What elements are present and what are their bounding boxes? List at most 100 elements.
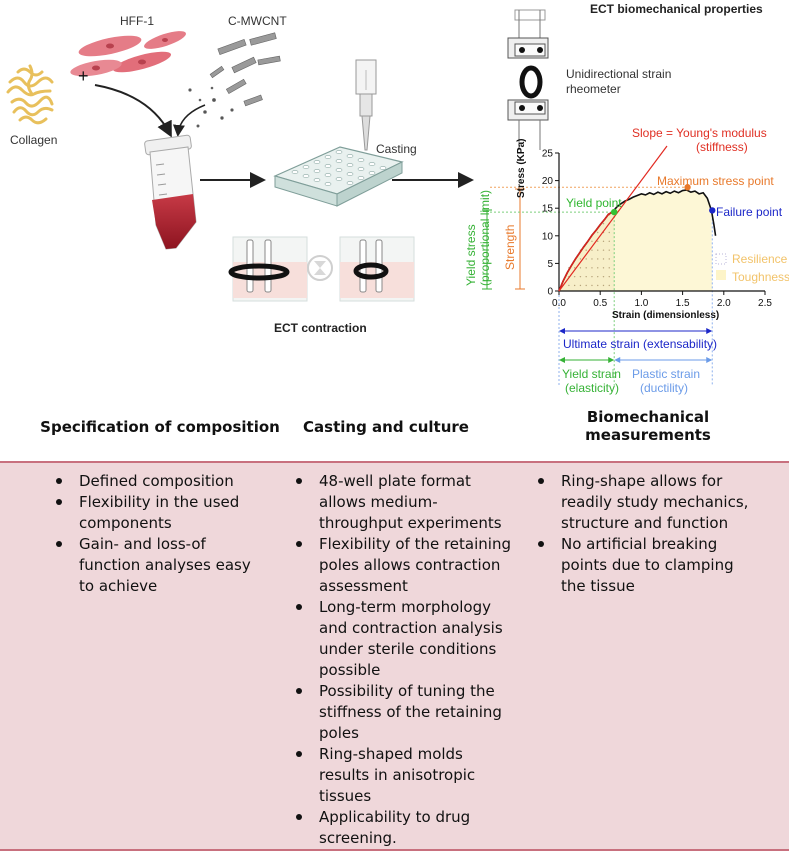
resilience-dot — [591, 240, 593, 243]
list-item: Flexibility of the retaining poles allow… — [290, 534, 515, 597]
resilience-dot — [573, 284, 576, 287]
failure-point-marker — [709, 207, 716, 214]
resilience-dot — [585, 249, 587, 251]
ultimate-strain-arrow-head-left — [559, 328, 565, 334]
yield-point-label: Yield point — [566, 196, 622, 210]
x-tick-label: 2.5 — [758, 298, 772, 309]
y-tick-label: 15 — [542, 204, 554, 215]
resilience-label: Resilience — [732, 252, 788, 266]
composition-list: Defined composition Flexibility in the u… — [50, 471, 270, 597]
resilience-dot — [585, 267, 587, 269]
resilience-dot — [591, 284, 593, 287]
strength-label: Strength — [503, 224, 517, 270]
resilience-dot — [573, 267, 576, 269]
resilience-dot — [579, 258, 582, 260]
resilience-dot — [602, 275, 605, 278]
rheometer-icon — [507, 9, 549, 150]
well-plate-icon — [273, 146, 404, 207]
resilience-dot — [608, 275, 610, 278]
yield-strain-label-2: (elasticity) — [565, 381, 620, 395]
biomechanical-list: Ring-shape allows for readily study mech… — [532, 471, 752, 597]
y-axis-label: Stress (KPa) — [516, 138, 527, 198]
casting-label: Casting — [376, 142, 417, 156]
list-item: Ring-shape allows for readily study mech… — [532, 471, 752, 534]
header-composition: Specification of composition — [40, 418, 280, 436]
resilience-dot — [579, 275, 582, 278]
collagen-icon — [6, 64, 54, 125]
resilience-dot — [597, 240, 599, 243]
contraction-well-right — [339, 236, 415, 302]
resilience-dot — [585, 258, 587, 260]
ultimate-strain-label: Ultimate strain (extensability) — [563, 337, 718, 351]
toughness-label: Toughness — [732, 270, 789, 284]
resilience-area — [559, 212, 615, 291]
contraction-label: ECT contraction — [274, 321, 367, 335]
yield-strain-label: Yield strain — [562, 367, 621, 381]
failure-point-label: Failure point — [716, 205, 783, 219]
resilience-dot — [591, 258, 593, 260]
resilience-dot — [591, 275, 593, 278]
contraction-cycle-icon — [307, 255, 333, 281]
casting-list: 48-well plate format allows medium-throu… — [290, 471, 515, 849]
x-tick-label: 0.5 — [593, 298, 607, 309]
collagen-label: Collagen — [10, 133, 58, 147]
features-table: Defined composition Flexibility in the u… — [0, 461, 789, 851]
header-biomechanical: Biomechanical measurements — [585, 408, 711, 444]
pipette-icon — [355, 59, 377, 151]
yield-stress-label: Yield stress — [464, 224, 478, 286]
resilience-dot — [608, 258, 610, 260]
y-tick-label: 5 — [547, 259, 553, 270]
list-item: Gain- and loss-of function analyses easy… — [50, 534, 270, 597]
yield-stress-bracket — [482, 209, 492, 290]
yield-strain-arrow-head-left — [559, 357, 565, 363]
x-axis-label: Strain (dimensionless) — [612, 310, 720, 321]
y-tick-label: 10 — [542, 231, 554, 242]
rheometer-label: Unidirectional strain — [566, 67, 672, 81]
resilience-dot — [568, 284, 570, 287]
x-tick-label: 1.5 — [676, 298, 690, 309]
resilience-dot — [608, 249, 610, 251]
resilience-dot — [602, 284, 605, 287]
list-item: Defined composition — [50, 471, 270, 492]
resilience-dot — [608, 240, 610, 243]
y-tick-label: 25 — [542, 149, 554, 160]
list-item: Long-term morphology and contraction ana… — [290, 597, 515, 681]
list-item: Flexibility in the used components — [50, 492, 270, 534]
resilience-dot — [602, 222, 605, 225]
resilience-dot — [597, 231, 599, 234]
resilience-dot — [573, 275, 576, 278]
cnt-label: C-MWCNT — [228, 14, 287, 28]
resilience-dot — [591, 267, 593, 269]
slope-label-2: (stiffness) — [696, 140, 748, 154]
resilience-dot — [602, 240, 605, 243]
y-tick-label: 0 — [547, 287, 553, 298]
resilience-dot — [602, 249, 605, 251]
x-tick-label: 2.0 — [717, 298, 731, 309]
hff-label: HFF-1 — [120, 14, 154, 28]
yield-point-marker — [611, 208, 618, 216]
max-stress-marker — [684, 184, 691, 191]
yield-strain-arrow-head-right — [608, 357, 615, 363]
hff-cells-icon — [70, 31, 187, 77]
header-casting: Casting and culture — [303, 418, 469, 436]
list-item: 48-well plate format allows medium-throu… — [290, 471, 515, 534]
resilience-dot — [597, 249, 599, 251]
ultimate-strain-arrow-head-right — [706, 328, 713, 334]
toughness-swatch — [716, 270, 726, 280]
workflow-illustration — [6, 9, 549, 302]
max-stress-label: Maximum stress point — [657, 174, 774, 188]
resilience-dot — [585, 284, 587, 287]
strength-bracket — [515, 188, 525, 290]
plus-sign: + — [78, 66, 89, 86]
resilience-dot — [597, 275, 599, 278]
list-item: Possibility of tuning the stiffness of t… — [290, 681, 515, 744]
rheometer-label-2: rheometer — [566, 82, 621, 96]
resilience-dot — [608, 284, 610, 287]
plastic-strain-label-2: (ductility) — [640, 381, 689, 395]
resilience-swatch — [715, 253, 727, 265]
resilience-dot — [608, 267, 610, 269]
plastic-strain-arrow-head-right — [706, 357, 713, 363]
slope-label: Slope = Young's modulus — [632, 126, 767, 140]
carbon-nanotube-icon — [188, 32, 281, 128]
